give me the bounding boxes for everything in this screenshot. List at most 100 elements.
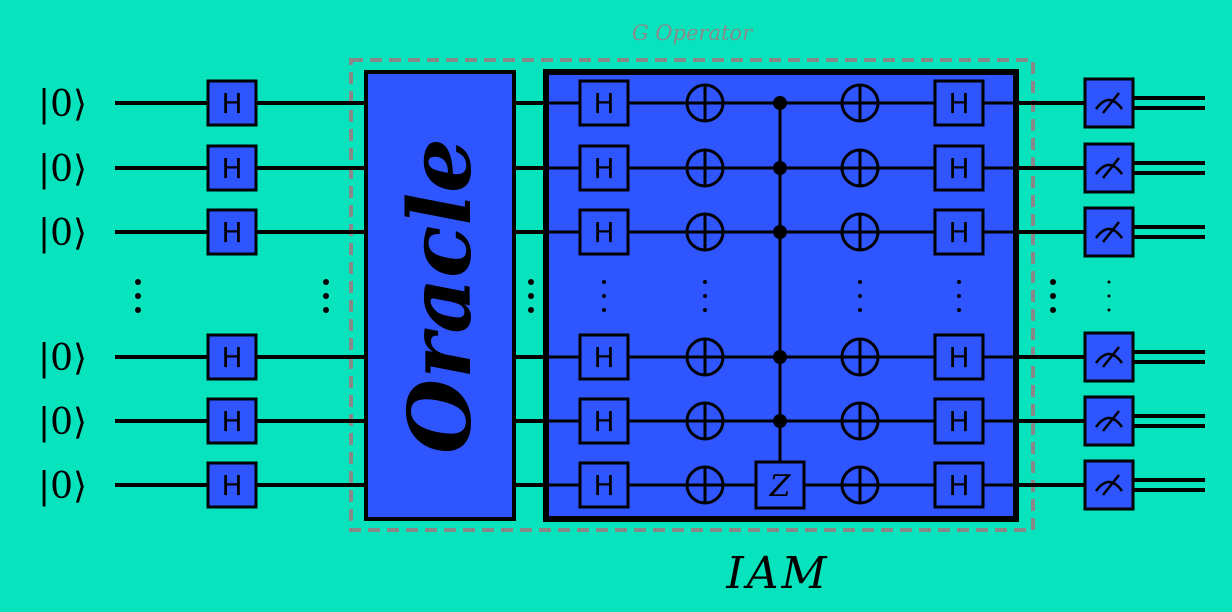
- hadamard-box: [933, 144, 985, 192]
- hadamard-gate-initial: H: [206, 333, 258, 381]
- hadamard-gate-initial: H: [206, 79, 258, 127]
- oracle-label: Oracle: [390, 138, 491, 454]
- control-dot-icon: [773, 414, 787, 428]
- vertical-ellipsis-icon: [135, 279, 141, 313]
- hadamard-box: [578, 461, 630, 509]
- hadamard-box: [206, 333, 258, 381]
- hadamard-label: H: [593, 152, 614, 185]
- hadamard-gate-iam-right: H: [933, 79, 985, 127]
- hadamard-gate-iam-left: H: [578, 79, 630, 127]
- hadamard-box: [578, 208, 630, 256]
- hadamard-gate-iam-left: H: [578, 333, 630, 381]
- measurement-meter-icon: [1083, 77, 1135, 129]
- hadamard-label: H: [221, 405, 242, 438]
- vertical-ellipsis-icon: [1050, 279, 1056, 313]
- hadamard-box: [206, 79, 258, 127]
- hadamard-box: [578, 79, 630, 127]
- hadamard-box: [933, 79, 985, 127]
- iam-label: IAM: [725, 548, 829, 599]
- qubit-state-label: |0⟩: [38, 213, 87, 254]
- hadamard-gate-initial: H: [206, 144, 258, 192]
- vertical-ellipsis-icon: [858, 280, 862, 312]
- plus-circle-icon: [840, 465, 880, 505]
- measurement-meter-icon: [1083, 206, 1135, 258]
- hadamard-gate-initial: H: [206, 397, 258, 445]
- measurement-meter-icon: [1083, 395, 1135, 447]
- hadamard-gate-initial: H: [206, 461, 258, 509]
- plus-circle-icon: [685, 148, 725, 188]
- qubit-state-label: |0⟩: [38, 149, 87, 190]
- hadamard-gate-iam-right: H: [933, 333, 985, 381]
- hadamard-box: [933, 397, 985, 445]
- g-operator-frame: [349, 58, 1035, 532]
- hadamard-gate-iam-left: H: [578, 144, 630, 192]
- qubit-state-label: |0⟩: [38, 466, 87, 507]
- control-dot-icon: [773, 161, 787, 175]
- oracle-box: [364, 70, 516, 521]
- hadamard-box: [933, 333, 985, 381]
- plus-circle-icon: [840, 401, 880, 441]
- hadamard-box: [578, 397, 630, 445]
- hadamard-label: H: [948, 469, 969, 502]
- measurement-meter-icon: [1083, 331, 1135, 383]
- hadamard-label: H: [593, 87, 614, 120]
- hadamard-label: H: [593, 469, 614, 502]
- vertical-ellipsis-icon: [957, 280, 961, 312]
- z-label: Z: [769, 469, 792, 504]
- hadamard-gate-initial: H: [206, 208, 258, 256]
- plus-circle-icon: [840, 148, 880, 188]
- vertical-ellipsis-icon: [1107, 280, 1111, 312]
- hadamard-gate-iam-right: H: [933, 461, 985, 509]
- hadamard-label: H: [221, 341, 242, 374]
- vertical-ellipsis-icon: [528, 279, 534, 313]
- z-gate: Z: [754, 460, 806, 510]
- control-dot-icon: [773, 96, 787, 110]
- plus-circle-icon: [840, 337, 880, 377]
- qubit-state-label: |0⟩: [38, 338, 87, 379]
- qubit-state-label: |0⟩: [38, 402, 87, 443]
- hadamard-box: [578, 144, 630, 192]
- hadamard-gate-iam-right: H: [933, 144, 985, 192]
- plus-circle-icon: [685, 83, 725, 123]
- hadamard-label: H: [948, 341, 969, 374]
- hadamard-label: H: [221, 152, 242, 185]
- plus-circle-icon: [685, 465, 725, 505]
- hadamard-label: H: [593, 216, 614, 249]
- hadamard-gate-iam-left: H: [578, 461, 630, 509]
- vertical-ellipsis-icon: [323, 279, 329, 313]
- hadamard-label: H: [221, 469, 242, 502]
- plus-circle-icon: [840, 212, 880, 252]
- plus-circle-icon: [840, 83, 880, 123]
- hadamard-label: H: [593, 341, 614, 374]
- hadamard-gate-iam-left: H: [578, 397, 630, 445]
- hadamard-gate-iam-right: H: [933, 208, 985, 256]
- control-dot-icon: [773, 350, 787, 364]
- plus-circle-icon: [685, 337, 725, 377]
- hadamard-box: [206, 397, 258, 445]
- hadamard-box: [933, 461, 985, 509]
- hadamard-box: [206, 144, 258, 192]
- hadamard-label: H: [221, 216, 242, 249]
- hadamard-box: [206, 208, 258, 256]
- hadamard-label: H: [221, 87, 242, 120]
- hadamard-label: H: [593, 405, 614, 438]
- measurement-meter-icon: [1083, 459, 1135, 511]
- hadamard-gate-iam-right: H: [933, 397, 985, 445]
- hadamard-label: H: [948, 152, 969, 185]
- hadamard-label: H: [948, 216, 969, 249]
- z-box: [754, 460, 806, 510]
- hadamard-label: H: [948, 87, 969, 120]
- hadamard-label: H: [948, 405, 969, 438]
- qubit-state-label: |0⟩: [38, 84, 87, 125]
- measurement-meter-icon: [1083, 142, 1135, 194]
- operator-title: G Operator: [632, 21, 754, 45]
- hadamard-gate-iam-left: H: [578, 208, 630, 256]
- plus-circle-icon: [685, 401, 725, 441]
- plus-circle-icon: [685, 212, 725, 252]
- control-dot-icon: [773, 225, 787, 239]
- hadamard-box: [206, 461, 258, 509]
- hadamard-box: [933, 208, 985, 256]
